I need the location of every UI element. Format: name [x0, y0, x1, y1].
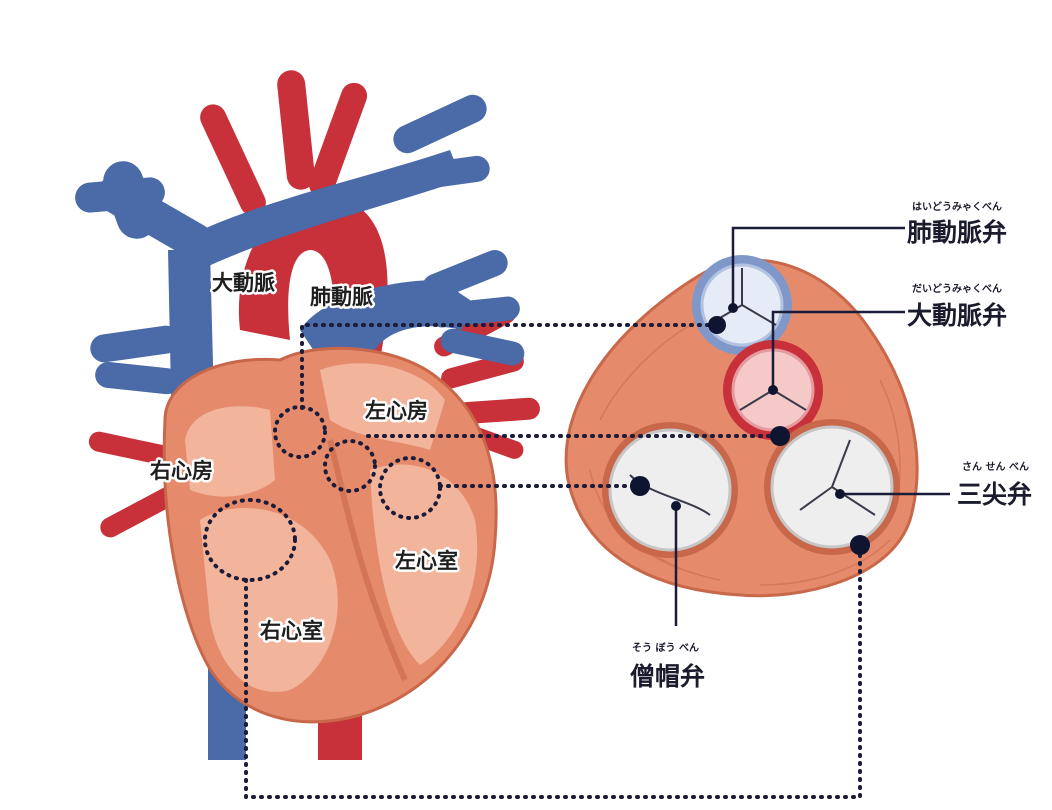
- tricuspid-valve-reading: さん せん べん: [962, 461, 1029, 473]
- mitral-valve: [602, 422, 738, 558]
- label-right-atrium: 右心房: [150, 459, 213, 483]
- label-aorta: 大動脈: [212, 271, 275, 295]
- superior-vena-cava: [75, 94, 490, 440]
- septum: [327, 439, 408, 682]
- heart-illustration: 大動脈 肺動脈 左心房 右心房 左心室 右心室: [75, 70, 540, 760]
- tricuspid-valve-label: 三尖弁: [957, 480, 1032, 509]
- tricuspid-valve: [764, 419, 900, 555]
- aortic-valve-reading: だいどうみゃくべん: [912, 282, 1002, 295]
- right-ventricle-chamber: [200, 508, 338, 692]
- tricuspid-valve-marker: [203, 498, 297, 582]
- endpoint-dots: [630, 303, 870, 555]
- left-ventricle-chamber: [370, 464, 478, 665]
- leader-lines: [674, 226, 950, 626]
- right-atrium-chamber: [185, 406, 275, 497]
- mitral-valve-label: 僧帽弁: [630, 662, 705, 691]
- pulmonary-valve-marker: [273, 405, 327, 459]
- pulmonary-valve-label: 肺動脈弁: [907, 218, 1007, 247]
- aortic-valve-marker: [323, 439, 377, 493]
- aortic-valve-label: 大動脈弁: [907, 301, 1007, 330]
- valve-cross-section: [564, 255, 919, 598]
- mitral-valve-reading: そう ぼう べん: [632, 641, 699, 654]
- dot-mitral-valve: [630, 476, 650, 496]
- dot-mitral-leader: [671, 501, 681, 511]
- pulmonary-artery: [300, 250, 525, 366]
- dot-pulmonary-leader: [728, 303, 738, 313]
- dot-aortic-valve: [770, 426, 790, 446]
- dot-aortic-leader: [768, 385, 778, 395]
- valve-labels: はいどうみゃくべん 肺動脈弁 だいどうみゃくべん 大動脈弁 さん せん べん 三…: [630, 200, 1032, 691]
- pulmonary-valve-reading: はいどうみゃくべん: [912, 200, 1002, 213]
- label-right-ventricle: 右心室: [260, 619, 323, 643]
- pulmonary-valve: [692, 255, 792, 355]
- label-pulmonary-artery: 肺動脈: [310, 285, 373, 309]
- label-left-ventricle: 左心室: [395, 549, 458, 573]
- left-atrium-chamber: [320, 363, 445, 450]
- label-left-atrium: 左心房: [365, 399, 428, 423]
- dot-tricuspid-leader: [835, 489, 845, 499]
- aortic-leader: [771, 310, 905, 390]
- dot-tricuspid-valve: [850, 535, 870, 555]
- pulmonary-connector: [300, 323, 717, 410]
- dot-pulmonary-valve: [708, 316, 726, 334]
- connector-lines: [244, 323, 862, 799]
- pulmonary-leader: [731, 226, 905, 308]
